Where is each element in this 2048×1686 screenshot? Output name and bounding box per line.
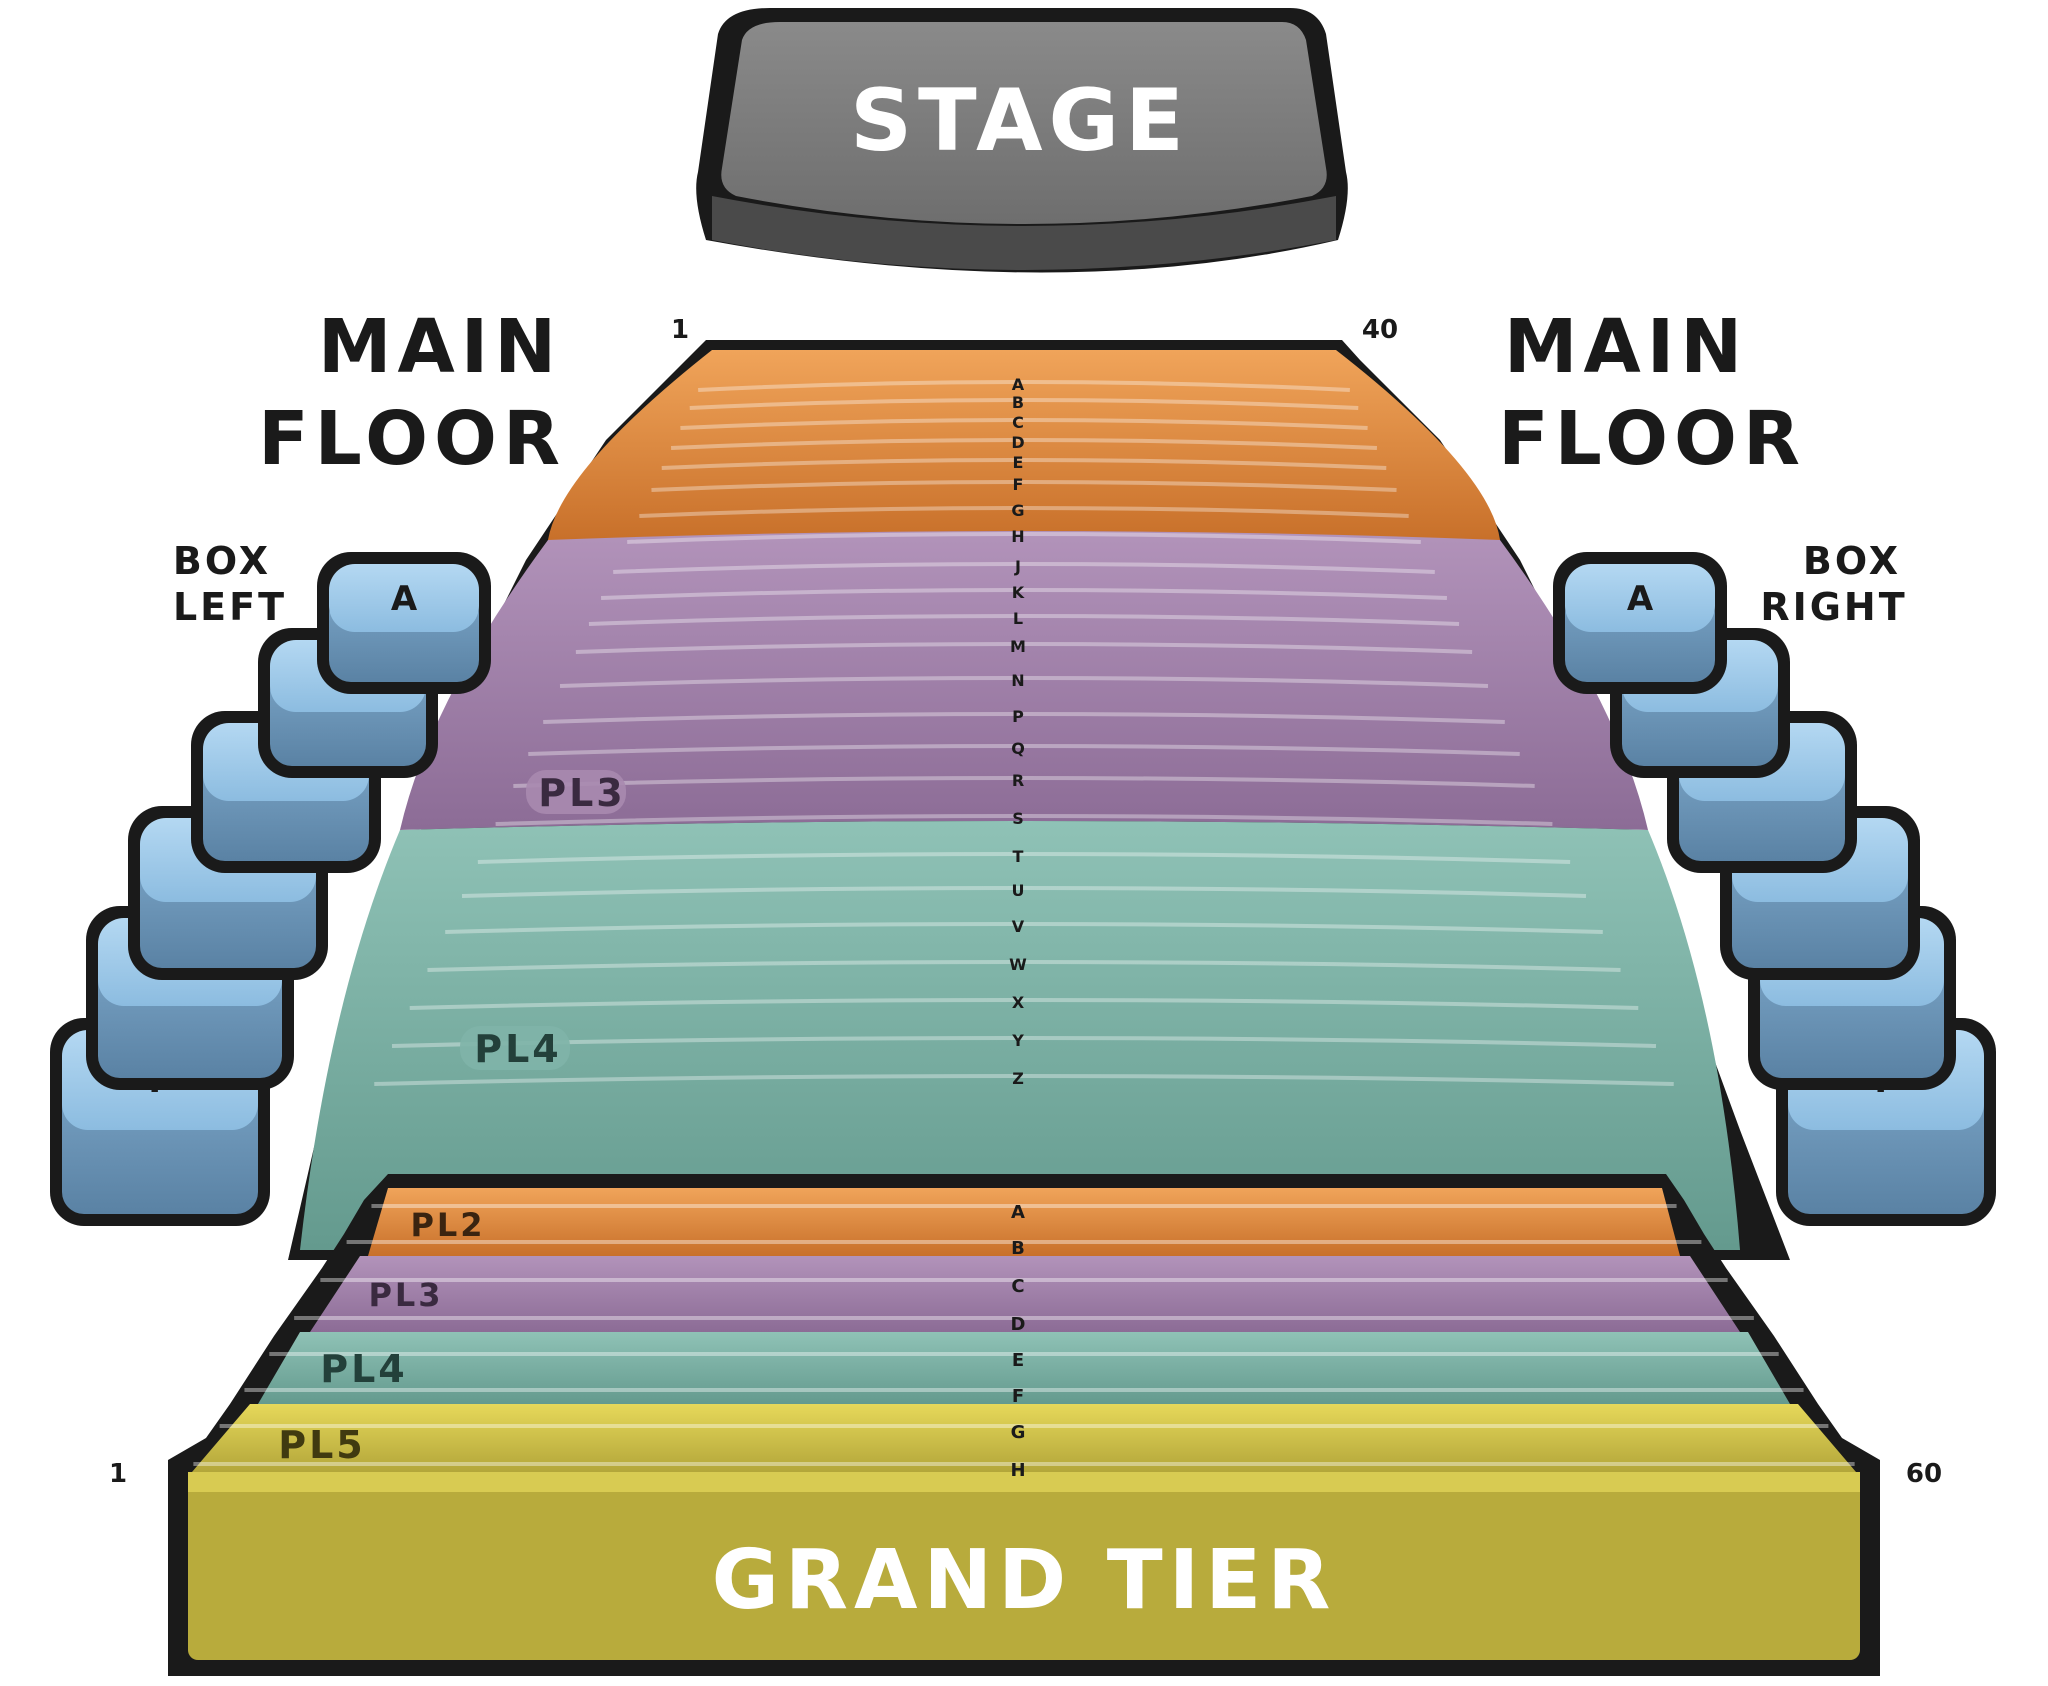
- main-floor-row-label: G: [1011, 501, 1024, 520]
- main-floor-row-lines: [374, 380, 1674, 1086]
- main-floor-row-label: F: [1013, 475, 1024, 494]
- main-floor-row-label: P: [1012, 707, 1024, 726]
- main-floor-row-line: [670, 438, 1378, 450]
- main-floor-row-line: [600, 588, 1448, 600]
- main-floor-row-label: D: [1011, 433, 1024, 452]
- main-floor-row-label: R: [1012, 771, 1024, 790]
- main-floor-row-label: N: [1011, 671, 1024, 690]
- main-floor-row-line: [575, 642, 1473, 654]
- main-floor-row-line: [639, 506, 1409, 518]
- box-right-line1: BOX: [1803, 539, 1901, 583]
- grand-tier-row-label: G: [1011, 1422, 1026, 1443]
- main-floor-row-line: [374, 1074, 1674, 1086]
- grand-tier-label: GRAND TIER: [712, 1533, 1337, 1628]
- boxes-right: FEDCBA: [1553, 552, 1996, 1226]
- box-left-a[interactable]: A: [317, 552, 491, 694]
- main-floor-row-line: [513, 776, 1535, 788]
- main-floor-row-line: [543, 712, 1505, 724]
- grand-tier-pl4-label: PL4: [320, 1347, 408, 1391]
- main-floor-row-line: [680, 418, 1368, 430]
- main-floor-row-label: Y: [1011, 1031, 1024, 1050]
- main-floor-row-line: [461, 886, 1587, 898]
- grand-tier-row-label: C: [1011, 1276, 1024, 1297]
- main-floor-row-label: W: [1009, 955, 1027, 974]
- box-letter: A: [391, 579, 418, 619]
- main-floor-left-line2: FLOOR: [258, 396, 566, 482]
- stage: STAGE: [696, 8, 1348, 273]
- main-floor-pl3-label: PL3: [538, 771, 626, 815]
- main-floor-row-line: [528, 744, 1520, 756]
- grand-tier-seat-end: 60: [1906, 1459, 1942, 1489]
- main-floor-row-line: [588, 614, 1460, 626]
- main-floor-seat-start: 1: [671, 315, 689, 345]
- main-floor-right-line2: FLOOR: [1498, 396, 1806, 482]
- grand-tier-row-label: A: [1011, 1202, 1025, 1223]
- grand-tier-pl2-label: PL2: [410, 1206, 485, 1244]
- main-floor-row-line: [409, 998, 1639, 1010]
- grand-tier-row-label: F: [1012, 1386, 1024, 1407]
- main-floor-row-label: M: [1010, 637, 1026, 656]
- main-floor-row-line: [689, 398, 1359, 410]
- main-floor-row-line: [427, 960, 1621, 972]
- grand-tier-pl5-label: PL5: [278, 1423, 366, 1467]
- main-floor-row-label: U: [1012, 881, 1025, 900]
- grand-tier-pl3-label: PL3: [368, 1276, 443, 1314]
- main-floor-row-line: [661, 458, 1387, 470]
- box-right-a[interactable]: A: [1553, 552, 1727, 694]
- main-floor-pl4-label: PL4: [474, 1027, 562, 1071]
- main-floor-row-label: V: [1012, 917, 1025, 936]
- main-floor-left-line1: MAIN: [318, 304, 562, 390]
- main-floor-seat-end: 40: [1362, 315, 1398, 345]
- box-letter: A: [1627, 579, 1654, 619]
- main-floor-row-label: B: [1012, 393, 1024, 412]
- main-floor-row-label: A: [1012, 375, 1025, 394]
- grand-tier-row-label: B: [1011, 1238, 1025, 1259]
- main-floor-row-line: [559, 676, 1489, 688]
- box-left-line2: LEFT: [173, 585, 287, 629]
- main-floor-row-line: [651, 480, 1397, 492]
- grand-tier-seat-start: 1: [109, 1459, 127, 1489]
- main-floor-row-line: [627, 532, 1421, 544]
- main-floor-row-label: E: [1013, 453, 1024, 472]
- main-floor-row-line: [613, 562, 1435, 574]
- main-floor-right-line1: MAIN: [1504, 304, 1748, 390]
- main-floor-row-label: X: [1012, 993, 1025, 1012]
- main-floor-row-line: [477, 852, 1571, 864]
- main-floor-row-label: Q: [1011, 739, 1025, 758]
- grand-tier-row-lines: [193, 1204, 1855, 1466]
- main-floor-row-label: Z: [1012, 1069, 1024, 1088]
- box-left-line1: BOX: [173, 539, 271, 583]
- main-floor-row-line: [495, 814, 1553, 826]
- boxes-left: FEDCBA: [50, 552, 491, 1226]
- main-floor-row-label: K: [1012, 583, 1025, 602]
- grand-tier-row-label: D: [1011, 1314, 1026, 1335]
- grand-tier-row-label: E: [1012, 1350, 1024, 1371]
- box-right-line2: RIGHT: [1760, 585, 1907, 629]
- main-floor-row-line: [445, 922, 1603, 934]
- main-floor-row-label: S: [1012, 809, 1024, 828]
- main-floor-row-line: [698, 380, 1350, 392]
- main-floor-row-line: [391, 1036, 1657, 1048]
- stage-label: STAGE: [850, 71, 1190, 171]
- main-floor-row-label: L: [1013, 609, 1023, 628]
- main-floor-row-label: T: [1013, 847, 1024, 866]
- main-floor-row-label: J: [1014, 557, 1021, 576]
- main-floor-row-label: H: [1011, 527, 1024, 546]
- grand-tier-row-label: H: [1010, 1460, 1025, 1481]
- main-floor-row-label: C: [1012, 413, 1024, 432]
